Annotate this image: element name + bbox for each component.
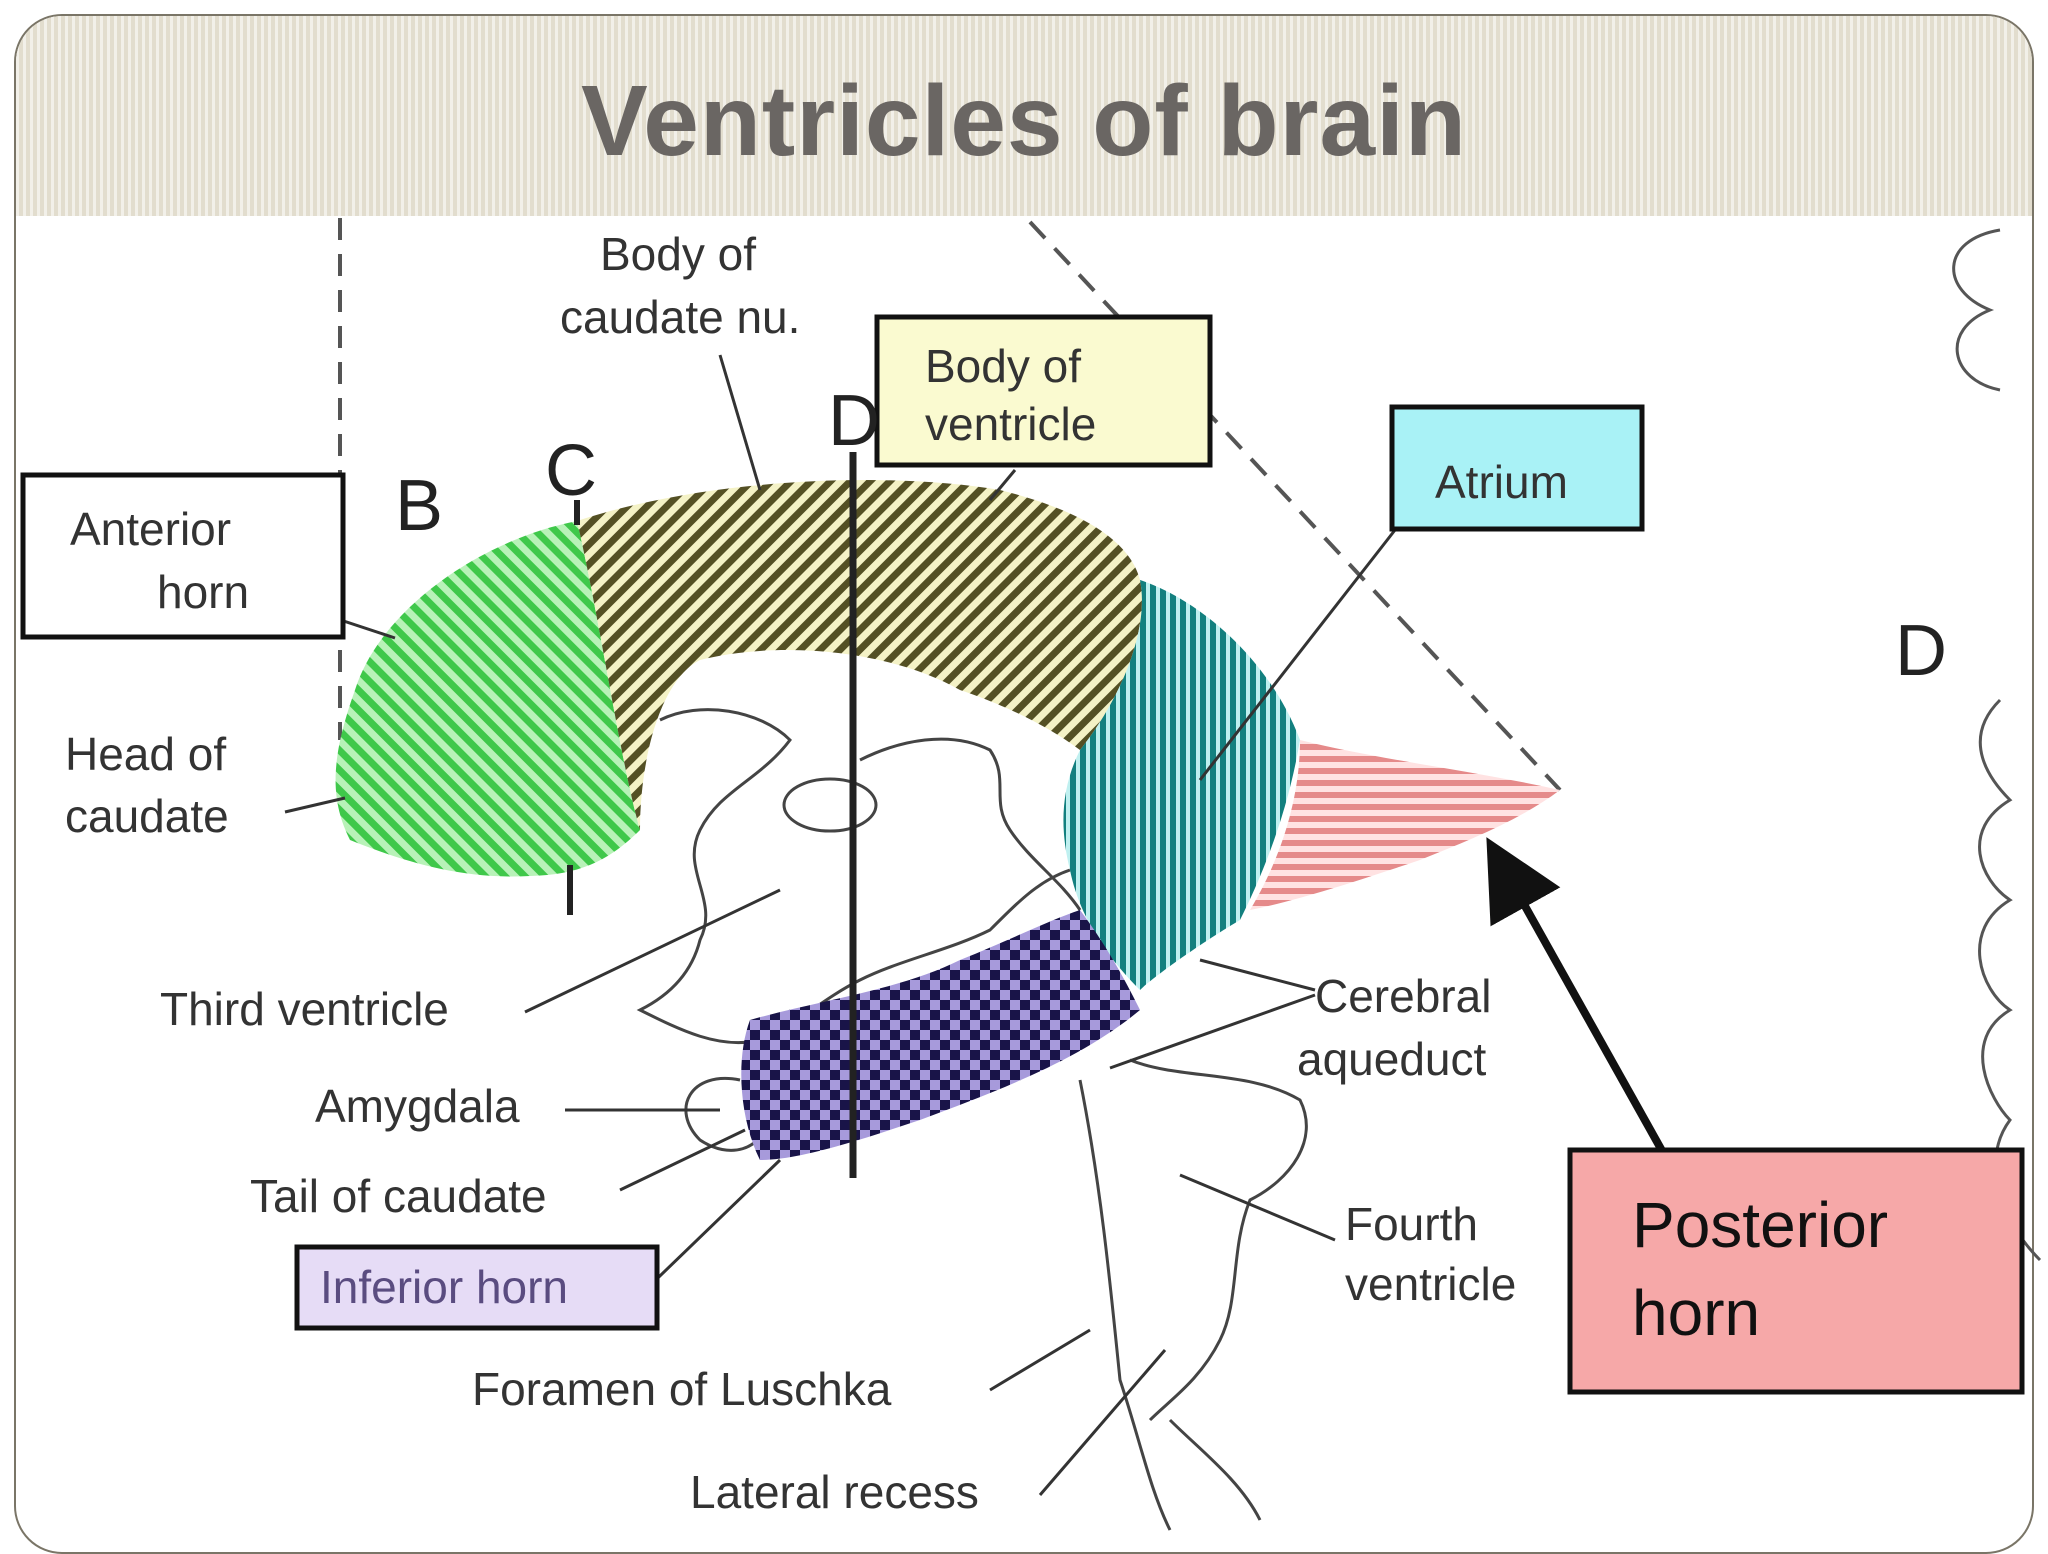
atrium-region [1063, 580, 1300, 990]
body-of-ventricle-label-line-1: Body of [925, 340, 1081, 392]
posterior-horn-arrow [1486, 837, 1674, 1167]
leader-atrium [1198, 529, 1397, 781]
slide-title: Ventricles of brain [581, 65, 1467, 177]
leader-third-ventricle [524, 888, 781, 1014]
fourth-ventricle-label-line-1: Fourth [1345, 1198, 1478, 1250]
brainstem-outline [1078, 1079, 1172, 1531]
amygdala-label: Amygdala [315, 1080, 520, 1132]
anterior-horn-box [20, 472, 346, 640]
leader-cerebral-aqueduct-1 [1199, 958, 1316, 992]
fourth-ventricle-label-line-2: ventricle [1345, 1258, 1516, 1310]
inferior-horn-region [741, 910, 1140, 1160]
inferior-horn-label: Inferior horn [320, 1261, 568, 1313]
anterior-horn-label-line-1: Anterior [70, 503, 231, 555]
posterior-horn-box [1567, 1147, 2025, 1395]
body-of-ventricle-box [874, 314, 1213, 468]
anterior-horn-label-line-2: horn [157, 566, 249, 618]
posterior-horn-region [1250, 740, 1560, 910]
leader-body-of-ventricle [988, 469, 1017, 501]
body-of-ventricle-region [577, 480, 1142, 830]
third-ventricle-label: Third ventricle [160, 983, 449, 1035]
leader-foramen-of-luschka [989, 1328, 1091, 1392]
leader-tail-of-caudate [619, 1128, 746, 1192]
midbrain-outline [859, 737, 1082, 911]
interthalamic-adhesion [782, 777, 878, 833]
section-letter-d-top: D [828, 381, 880, 461]
foramen-of-luschka-label: Foramen of Luschka [472, 1363, 892, 1415]
body-of-caudate-label-line-1: Body of [600, 228, 756, 280]
section-letter-b: B [395, 466, 443, 546]
posterior-horn-label-line-1: Posterior [1632, 1189, 1888, 1261]
leader-fourth-ventricle [1179, 1173, 1336, 1242]
section-letter-c: C [545, 431, 597, 511]
leader-lateral-recess [1038, 1349, 1167, 1496]
tail-of-caudate-label: Tail of caudate [250, 1170, 547, 1222]
cortex-outline-right [1952, 228, 2042, 1262]
cerebellum-outline [1129, 1058, 1308, 1422]
body-of-ventricle-label-line-2: ventricle [925, 398, 1096, 450]
lateral-recess-label: Lateral recess [690, 1466, 979, 1518]
body-of-caudate-label-line-2: caudate nu. [560, 291, 800, 343]
section-letter-d-right: D [1895, 611, 1947, 691]
lateral-recess-outline [1168, 1418, 1262, 1521]
atrium-box [1389, 404, 1645, 532]
cerebral-aqueduct-label-line-1: Cerebral [1315, 970, 1491, 1022]
posterior-horn-label-line-2: horn [1632, 1277, 1760, 1349]
third-ventricle-outline [636, 708, 1071, 1045]
anterior-horn-region [335, 521, 640, 877]
leader-body-of-caudate [718, 354, 762, 491]
leader-head-of-caudate [284, 796, 346, 814]
title-bar: Ventricles of brain [16, 16, 2032, 216]
inferior-horn-box [294, 1244, 660, 1331]
leader-cerebral-aqueduct-2 [1109, 993, 1316, 1070]
atrium-label: Atrium [1435, 456, 1568, 508]
cerebral-aqueduct-label-line-2: aqueduct [1297, 1033, 1486, 1085]
head-of-caudate-label-line-2: caudate [65, 790, 229, 842]
head-of-caudate-label-line-1: Head of [65, 728, 226, 780]
